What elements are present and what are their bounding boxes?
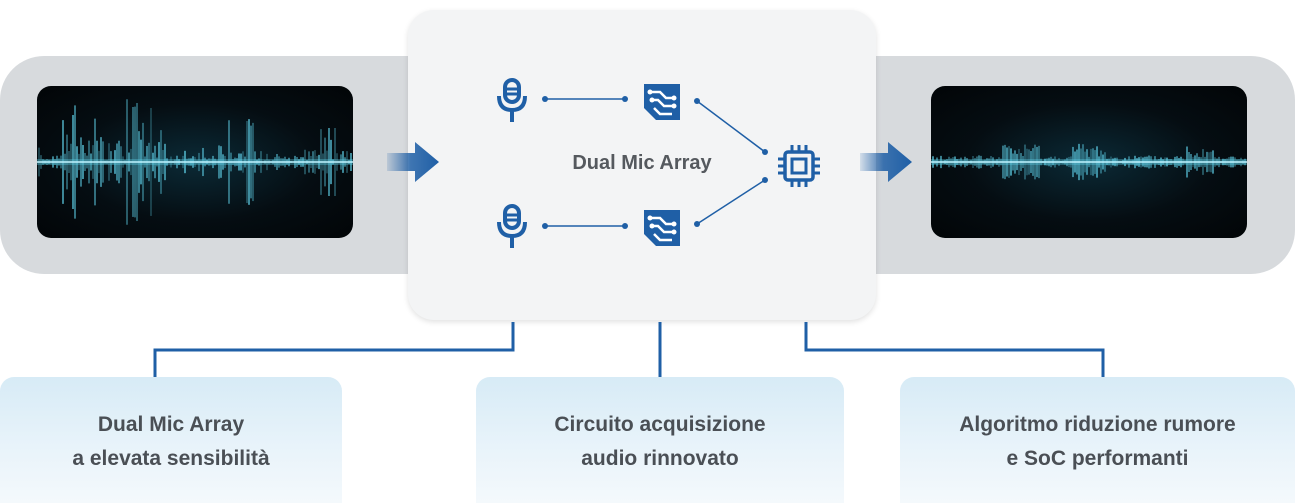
mic-array-label: Dual Mic Array bbox=[572, 152, 712, 174]
circuit-board-icon bbox=[644, 210, 680, 246]
feature-card-mic-array: Dual Mic Array a elevata sensibilità bbox=[0, 377, 342, 503]
microphone-icon bbox=[497, 204, 527, 248]
microphone-icon bbox=[497, 78, 527, 122]
feature-card-noise-reduction: Algoritmo riduzione rumore e SoC perform… bbox=[900, 377, 1295, 503]
feature-card-audio-circuit: Circuito acquisizione audio rinnovato bbox=[476, 377, 844, 503]
feature-card-line: audio rinnovato bbox=[581, 447, 739, 470]
feature-card-line: Circuito acquisizione bbox=[554, 413, 766, 436]
clean-waveform bbox=[931, 143, 1247, 181]
arrow-right-icon bbox=[387, 142, 439, 182]
noisy-waveform bbox=[37, 99, 353, 225]
input-waveform-panel bbox=[37, 86, 353, 238]
output-waveform-panel bbox=[931, 86, 1247, 238]
circuit-board-icon bbox=[644, 84, 680, 120]
feature-card-line: Dual Mic Array bbox=[97, 413, 245, 436]
feature-card-line: Algoritmo riduzione rumore bbox=[959, 413, 1236, 436]
feature-card-line: e SoC performanti bbox=[1006, 447, 1189, 470]
processor-chip-icon bbox=[778, 145, 820, 187]
arrow-right-icon bbox=[860, 142, 912, 182]
mic-array-panel bbox=[408, 10, 876, 320]
feature-card-line: a elevata sensibilità bbox=[72, 447, 270, 470]
